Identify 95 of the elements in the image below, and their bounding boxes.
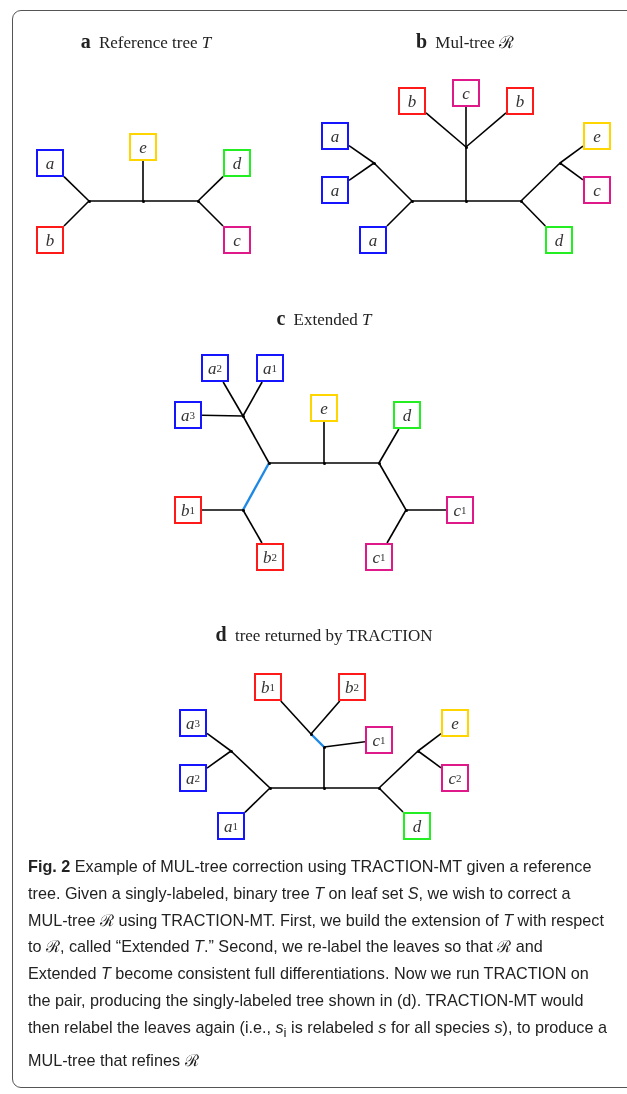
leaf-label: c (583, 176, 611, 204)
branch-point (377, 786, 381, 790)
tree-branch (417, 732, 442, 752)
tree-branch (378, 750, 419, 789)
tree-branch (559, 145, 584, 164)
tree-branch (520, 162, 561, 202)
leaf-label: c (223, 226, 251, 254)
branch-point (196, 199, 200, 203)
leaf-label: d (403, 812, 431, 840)
tree-branch (465, 200, 522, 202)
tree-branch (63, 200, 90, 227)
tree-branch (378, 462, 407, 511)
tree-branch (411, 200, 467, 202)
branch-point (377, 461, 381, 465)
tree-branch (386, 200, 413, 227)
leaf-label: b (506, 87, 534, 115)
tree-branch (465, 106, 467, 148)
branch-point (372, 161, 376, 165)
branch-point (519, 199, 523, 203)
tree-branch (378, 428, 400, 464)
tree-branch (323, 741, 366, 748)
tree-branch (63, 175, 90, 202)
tree-branch (425, 112, 467, 148)
leaf-label: a (359, 226, 387, 254)
branch-point (464, 145, 468, 149)
panel-title: c Extended T (276, 307, 372, 330)
branch-point (416, 749, 420, 753)
leaf-label: b (398, 87, 426, 115)
leaf-label: e (310, 394, 338, 422)
branch-point (268, 786, 272, 790)
leaf-label: e (583, 122, 611, 150)
tree-branch (323, 462, 380, 464)
panel-title: b Mul-tree ℛ (415, 30, 515, 53)
tree-branch (465, 112, 507, 148)
tree-branch (348, 144, 375, 164)
leaf-label: a (36, 149, 64, 177)
figure-caption: Fig. 2 Example of MUL-tree correction using TRACTION-MT given a reference tree. Given a singly-labeled, binary tree T on leaf set S, we wish to correct a MUL-tree ℛ using TRACTION-MT. First, we build the extension of T with respect to ℛ, called “Extended T.” Second, we re-label the leaves so that ℛ and Extended T become consistent full differentiations. Now we run TRACTION on the pair, producing the singly-labeled tree shown in (d). TRACTION-MT would then relabel the leaves again (i.e., s$_{i}$ is relabeled s for all species s), to produce a MUL-tree that refines ℛ (28, 856, 608, 1071)
tree-branch (520, 200, 547, 227)
tree-branch (268, 462, 325, 464)
branch-point (322, 786, 326, 790)
tree-branch (348, 162, 375, 182)
branch-point (558, 161, 562, 165)
tree-branch (241, 462, 271, 511)
tree-branch (222, 381, 244, 417)
branch-point (141, 199, 145, 203)
branch-point (322, 461, 326, 465)
branch-point (87, 199, 91, 203)
tree-branch (88, 200, 144, 202)
tree-branch (280, 700, 312, 735)
leaf-label: a (321, 176, 349, 204)
tree-branch (417, 750, 442, 769)
tree-branch (142, 200, 199, 202)
branch-point (404, 508, 408, 512)
tree-branch (386, 509, 407, 544)
leaf-label: e (129, 133, 157, 161)
tree-branch (323, 746, 325, 789)
tree-branch (201, 414, 244, 417)
tree-branch (559, 162, 584, 181)
panel-title: d tree returned by TRACTION (215, 623, 433, 646)
tree-branch (244, 787, 271, 814)
tree-branch (206, 732, 232, 752)
branch-point (322, 745, 326, 749)
tree-branch (310, 700, 341, 735)
branch-point (241, 414, 245, 418)
leaf-label: e (441, 709, 469, 737)
panel-title: a Reference tree T (80, 30, 212, 53)
branch-point (241, 508, 245, 512)
tree-branch (378, 787, 404, 813)
tree-branch (242, 381, 263, 417)
tree-branch (465, 146, 467, 202)
branch-point (229, 749, 233, 753)
leaf-label: d (393, 401, 421, 429)
branch-point (309, 732, 313, 736)
tree-branch (242, 415, 270, 464)
tree-branch (142, 160, 144, 202)
tree-branch (323, 421, 325, 464)
tree-branch (310, 733, 325, 748)
leaf-label: b (36, 226, 64, 254)
tree-branch (242, 509, 263, 544)
leaf-label: d (223, 149, 251, 177)
leaf-label: a (321, 122, 349, 150)
leaf-label: c (452, 79, 480, 107)
branch-point (464, 199, 468, 203)
tree-branch (197, 175, 224, 202)
tree-branch (323, 787, 380, 789)
tree-branch (201, 509, 244, 511)
branch-point (267, 461, 271, 465)
tree-branch (405, 509, 447, 511)
leaf-label: d (545, 226, 573, 254)
tree-branch (373, 162, 413, 202)
tree-branch (206, 750, 232, 769)
tree-branch (269, 787, 325, 789)
branch-point (410, 199, 414, 203)
tree-branch (197, 200, 224, 227)
tree-branch (230, 750, 271, 789)
